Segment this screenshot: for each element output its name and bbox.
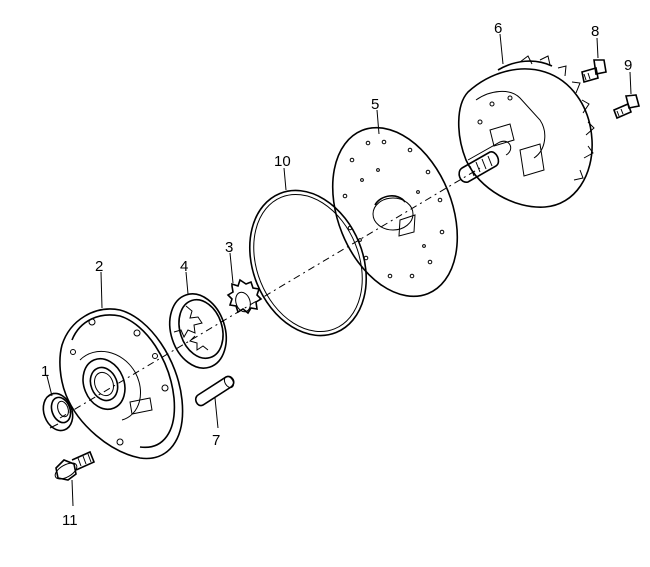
part-6-stator-housing[interactable]: [457, 55, 595, 208]
callout-5: 5: [371, 96, 379, 113]
assembly-axis-line: [59, 167, 481, 419]
callout-4: 4: [180, 258, 188, 275]
part-2-pump-body[interactable]: [59, 308, 184, 460]
part-3-inner-gear[interactable]: [226, 278, 263, 315]
leader-6: [499, 33, 504, 65]
part-5-stator-plate[interactable]: [309, 109, 481, 315]
leader-5: [376, 109, 380, 135]
callout-1: 1: [41, 363, 49, 380]
callout-11: 11: [62, 512, 78, 529]
part-8-bolt[interactable]: [581, 59, 607, 84]
part-9-bolt[interactable]: [612, 94, 640, 120]
leader-9: [629, 71, 632, 95]
callout-6: 6: [494, 20, 502, 37]
part-10-o-ring[interactable]: [229, 173, 387, 353]
leader-4: [185, 271, 189, 295]
part-7-dowel-pin[interactable]: [195, 375, 236, 407]
callout-10: 10: [274, 153, 291, 170]
leader-2: [100, 271, 103, 309]
callout-7: 7: [212, 432, 220, 449]
leader-1: [46, 375, 53, 397]
callout-3: 3: [225, 239, 233, 256]
callout-8: 8: [591, 23, 599, 40]
leader-11: [71, 479, 74, 507]
callout-9: 9: [624, 57, 632, 74]
leader-10: [283, 167, 287, 191]
leader-3: [229, 252, 234, 284]
part-1-oil-seal[interactable]: [38, 389, 77, 434]
callout-2: 2: [95, 258, 103, 275]
leader-8: [596, 37, 599, 59]
part-4-outer-gear[interactable]: [161, 287, 236, 376]
part-11-flange-bolt[interactable]: [53, 450, 96, 482]
leader-7: [214, 397, 219, 429]
